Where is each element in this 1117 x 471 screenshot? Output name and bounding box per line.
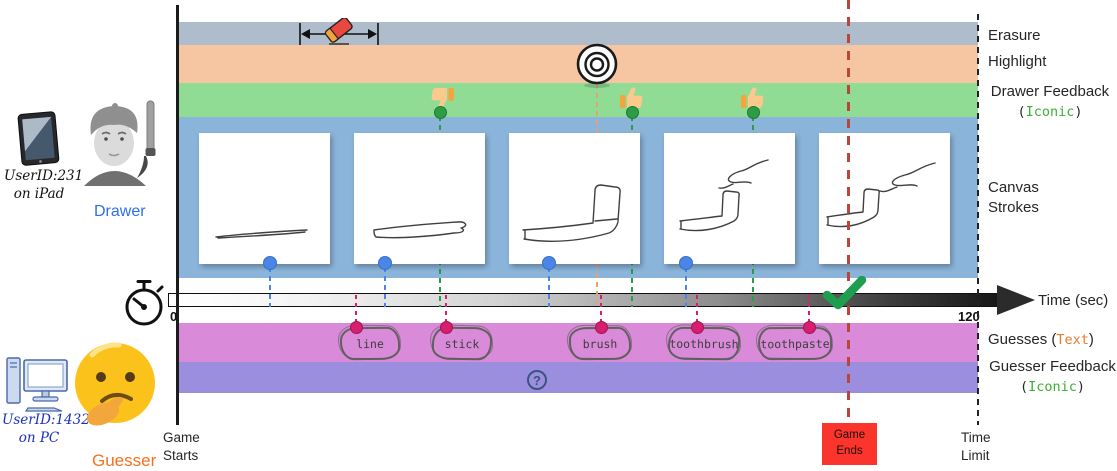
guesser-role-label: Guesser [92, 451, 157, 470]
canvas-snapshot-2 [354, 133, 485, 264]
time-limit-dashed-line [977, 14, 979, 425]
sketch-toothbrush [826, 188, 880, 228]
checkmark-icon [822, 276, 867, 310]
guess-bubble: toothbrush [667, 326, 741, 361]
guess-event-dot [350, 321, 363, 334]
guesses-label: Guesses (Text) [988, 330, 1094, 350]
guess-event-dot [691, 321, 704, 334]
band-drawer-feedback [178, 83, 978, 117]
game-starts-label: Game Starts [163, 430, 200, 463]
guess-event-dot [803, 321, 816, 334]
sketch-outline [373, 221, 467, 239]
drawer-feedback-label: Drawer Feedback (Iconic) [988, 82, 1112, 122]
guess-event-dot [595, 321, 608, 334]
question-mark-icon: ? [527, 370, 547, 390]
guess-text: toothbrush [669, 336, 739, 351]
thinking-face-icon [75, 342, 155, 426]
artist-avatar-icon [84, 100, 156, 186]
timeline-bar [168, 293, 1002, 307]
canvas-event-dot [542, 256, 556, 270]
thumbs-up-icon [620, 87, 643, 108]
canvas-event-dot [378, 256, 392, 270]
guesser-feedback-label: Guesser Feedback (Iconic) [988, 357, 1117, 397]
guess-text: brush [582, 336, 618, 351]
guess-event-dot [440, 321, 453, 334]
canvas-event-line [685, 267, 687, 307]
game-start-axis-line [176, 5, 179, 425]
guess-event-line [808, 295, 810, 322]
guesser-userid-text: UserID:1432 [2, 412, 90, 428]
sketch-toothbrush [522, 184, 621, 242]
sketch-toothbrush [679, 190, 740, 232]
guess-event-line [355, 295, 357, 322]
guess-bubble: line [339, 326, 401, 361]
paren: (Iconic) [1017, 103, 1083, 120]
stopwatch-icon [125, 280, 164, 326]
timeline-tick-0: 0 [170, 309, 178, 324]
feedback-event-dot [434, 106, 447, 119]
canvas-event-line [384, 267, 386, 307]
drawer-userid-text: UserID:231 [4, 168, 84, 184]
paren: ) [1088, 331, 1094, 348]
canvas-snapshot-3 [509, 133, 640, 264]
guesser-userid: UserID:1432 on PC [2, 412, 90, 447]
time-axis-label: Time (sec) [1038, 292, 1109, 309]
drawer-device-text: on iPad [13, 185, 65, 202]
time-limit-label: Time Limit [961, 430, 991, 463]
feedback-event-dot [747, 106, 760, 119]
guess-event-line [600, 295, 602, 322]
canvas-snapshot-5 [819, 133, 950, 264]
canvas-event-dot [263, 256, 277, 270]
thumbs-up-icon [741, 87, 764, 108]
canvas-strokes-label: Canvas Strokes [988, 179, 1039, 216]
sketch-line [215, 229, 308, 239]
guess-event-line [696, 295, 698, 322]
game-ends-box: Game Ends [822, 423, 877, 465]
paren: (Iconic) [1019, 378, 1086, 395]
iconic-tag: Iconic [1028, 378, 1077, 395]
tablet-icon [17, 111, 60, 166]
timeline-tick-120: 120 [958, 309, 980, 324]
timeline-arrowhead [997, 285, 1035, 315]
sketch-toothpaste [879, 162, 936, 193]
drawer-role-label: Drawer [94, 203, 146, 220]
guess-text: toothpaste [760, 336, 830, 351]
guess-text: stick [444, 336, 480, 351]
guesses-title: Guesses ( [988, 331, 1057, 348]
feedback-event-dot [626, 106, 639, 119]
desktop-computer-icon [6, 357, 68, 412]
guesser-device-text: on PC [18, 429, 60, 446]
canvas-event-line [548, 267, 550, 307]
game-end-dashed-line [847, 0, 850, 422]
canvas-snapshot-4 [664, 133, 795, 264]
band-guesser-feedback [178, 362, 978, 393]
guess-event-line [445, 295, 447, 322]
eraser-icon [299, 18, 379, 45]
guess-bubble: toothpaste [757, 326, 833, 361]
canvas-snapshot-1 [199, 133, 330, 264]
erasure-label: Erasure [988, 27, 1041, 44]
canvas-event-dot [679, 256, 693, 270]
highlight-label: Highlight [988, 53, 1047, 70]
game-ends-label: Game Ends [833, 429, 866, 457]
sketch-toothpaste [718, 159, 769, 189]
drawer-userid: UserID:231 on iPad [4, 168, 83, 203]
iconic-tag: Iconic [1025, 103, 1075, 120]
drawer-feedback-title: Drawer Feedback [990, 83, 1110, 100]
canvas-event-line [269, 267, 271, 307]
guesser-feedback-title: Guesser Feedback [989, 358, 1116, 375]
text-tag: Text [1056, 332, 1089, 348]
thumbs-down-icon [431, 88, 454, 109]
target-icon [576, 43, 618, 88]
guess-text: line [356, 336, 384, 351]
